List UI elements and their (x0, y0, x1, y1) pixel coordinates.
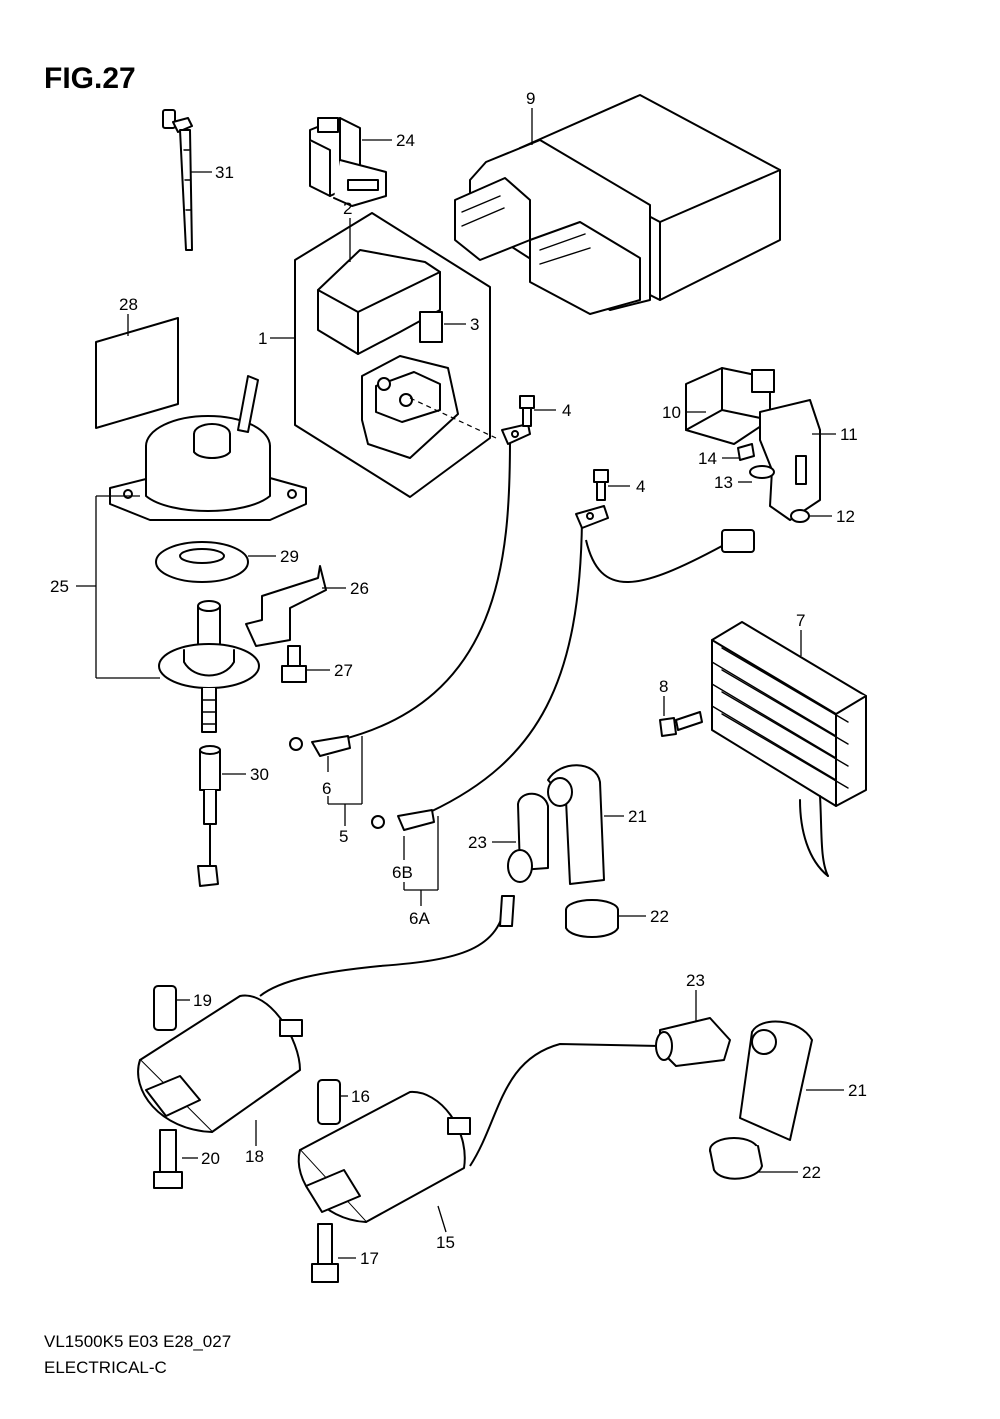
callout-30: 30 (250, 765, 269, 784)
plug-cap-upper-part (547, 764, 605, 885)
callout-7: 7 (796, 611, 805, 630)
callout-16: 16 (351, 1087, 370, 1106)
callout-6: 6 (322, 779, 331, 798)
relay-part (309, 117, 387, 207)
sensor-lead-part (197, 745, 221, 887)
callout-4a: 4 (562, 401, 571, 420)
sensor-base-part (158, 600, 260, 733)
cable-tie-part (162, 109, 193, 251)
callout-9: 9 (526, 89, 535, 108)
bracket-part (245, 565, 327, 647)
terminal-upper-part (507, 792, 549, 883)
callout-24: 24 (396, 131, 415, 150)
callout-19: 19 (193, 991, 212, 1010)
cap-cover-upper-part (565, 899, 619, 938)
plug-cap-lower-part (739, 1020, 813, 1141)
tip-over-sensor-part (685, 367, 821, 523)
callout-22a: 22 (650, 907, 669, 926)
terminal-lower-part (655, 1017, 731, 1067)
callout-31: 31 (215, 163, 234, 182)
washer-part (155, 541, 249, 583)
callout-18: 18 (245, 1147, 264, 1166)
fuse-box-group (294, 212, 497, 498)
callout-20: 20 (201, 1149, 220, 1168)
ignition-coil-front-part (137, 895, 515, 1189)
callout-1: 1 (258, 329, 267, 348)
callout-23b: 23 (686, 971, 705, 990)
callout-14: 14 (698, 449, 717, 468)
bolt-4b-part (593, 469, 609, 501)
callout-21a: 21 (628, 807, 647, 826)
callout-21b: 21 (848, 1081, 867, 1100)
label-plate-part (95, 317, 179, 429)
callout-10: 10 (662, 403, 681, 422)
callout-17: 17 (360, 1249, 379, 1268)
callout-2: 2 (343, 199, 352, 218)
callout-27: 27 (334, 661, 353, 680)
callout-11: 11 (840, 425, 858, 444)
callout-13: 13 (714, 473, 733, 492)
bolt-4a-part (519, 395, 535, 427)
callout-22b: 22 (802, 1163, 821, 1182)
battery-cable-part (371, 505, 755, 831)
callout-6b: 6B (392, 863, 413, 882)
callout-5: 5 (339, 827, 348, 846)
ground-cable-part (289, 423, 531, 757)
bolt-part (281, 645, 307, 683)
sensor-housing-part (109, 375, 307, 521)
callout-23a: 23 (468, 833, 487, 852)
callout-26: 26 (350, 579, 369, 598)
callout-8: 8 (659, 677, 668, 696)
callout-4b: 4 (636, 477, 645, 496)
leader-lines (76, 108, 844, 1259)
figure-code: VL1500K5 E03 E28_027 (44, 1332, 232, 1351)
callout-25: 25 (50, 577, 69, 596)
callout-15: 15 (436, 1233, 455, 1252)
callout-12: 12 (836, 507, 855, 526)
ignition-coil-rear-part (297, 1042, 661, 1283)
callout-6a: 6A (409, 909, 430, 928)
cap-cover-lower-part (709, 1137, 763, 1180)
regulator-bolt-part (659, 711, 703, 737)
regulator-part (711, 621, 867, 877)
figure-name: ELECTRICAL-C (44, 1358, 167, 1377)
callout-3: 3 (470, 315, 479, 334)
callout-29: 29 (280, 547, 299, 566)
figure-title: FIG.27 (44, 62, 136, 95)
callout-28: 28 (119, 295, 138, 314)
ecm-part (454, 94, 781, 315)
